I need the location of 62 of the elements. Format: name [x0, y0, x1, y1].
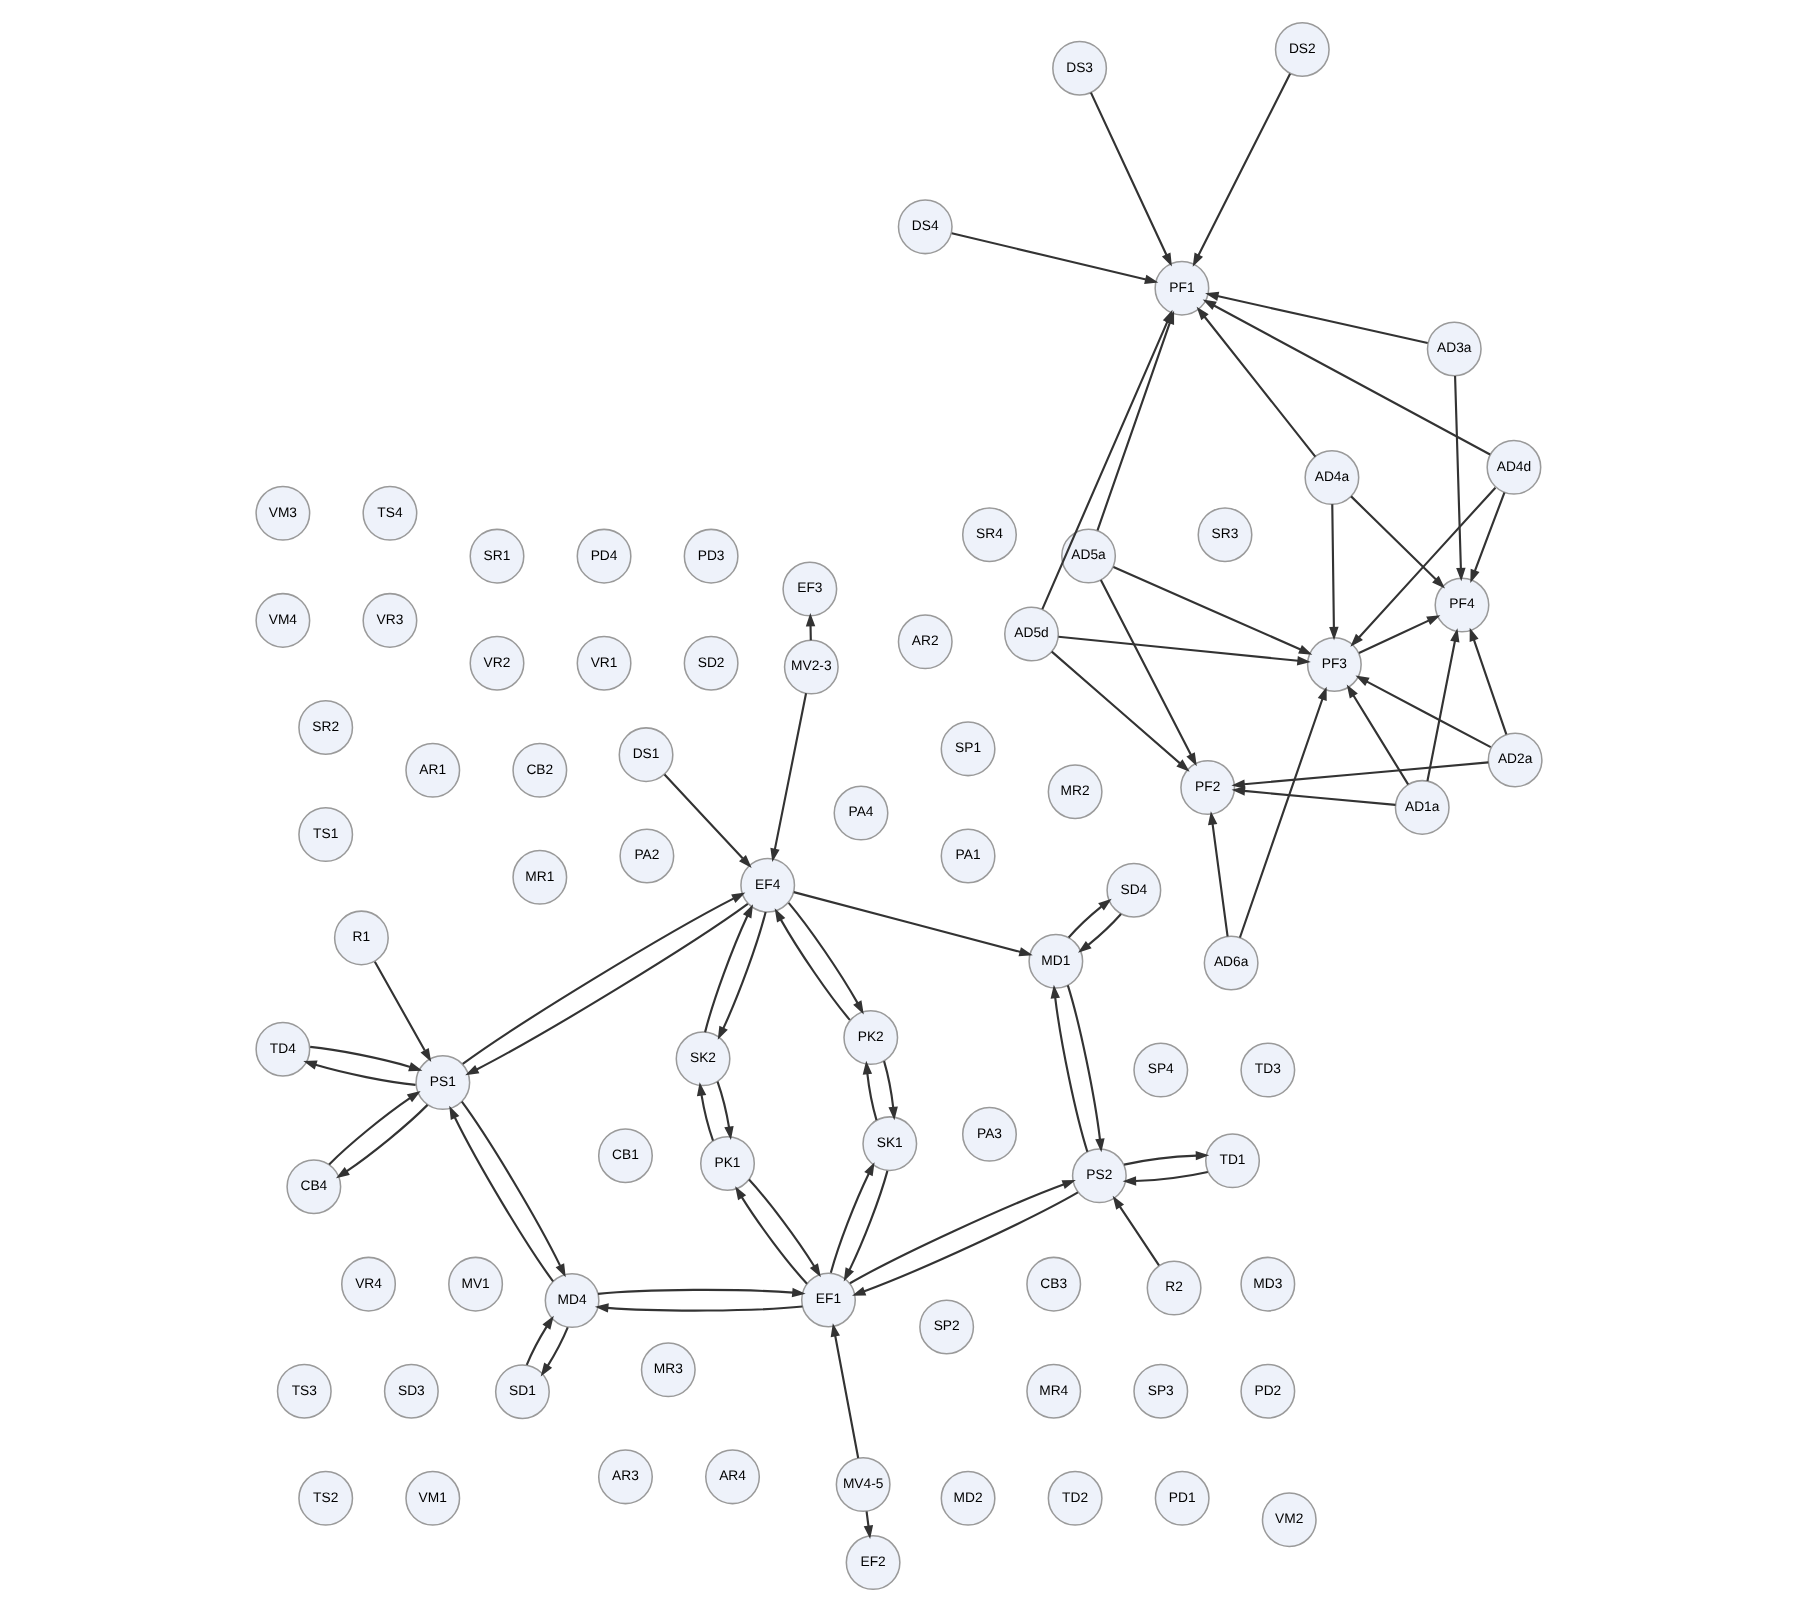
arrow [1049, 984, 1088, 1153]
arrow [1357, 615, 1440, 654]
arrow [1237, 686, 1326, 938]
arrow [1065, 985, 1104, 1153]
arrow [662, 773, 751, 868]
arrow [539, 1326, 568, 1377]
arrow [1469, 492, 1505, 584]
arrow [593, 1303, 802, 1313]
arrow [1354, 675, 1491, 749]
arrow [1230, 761, 1488, 789]
arrow [851, 1191, 1078, 1296]
arrow [792, 891, 1032, 957]
arrow [1425, 628, 1459, 782]
arrow [703, 904, 752, 1033]
arrow [1088, 92, 1171, 267]
arrow [1204, 291, 1427, 345]
arrow [1077, 913, 1121, 953]
arrow [1345, 684, 1409, 785]
arrow [1191, 73, 1291, 267]
arrow [1050, 650, 1189, 772]
arrow [1066, 898, 1111, 939]
arrow [1453, 375, 1465, 582]
arrow [882, 1060, 897, 1121]
arrow [1122, 1150, 1209, 1166]
arrow [524, 1315, 553, 1366]
arrow [786, 902, 863, 1015]
arrow [327, 1090, 420, 1166]
arrow [1468, 627, 1507, 735]
arrow [747, 1178, 820, 1278]
arrow [302, 1060, 415, 1086]
arrow [769, 693, 807, 862]
arrow [862, 1511, 873, 1540]
arrow [1098, 579, 1196, 767]
arrow [1230, 786, 1395, 806]
arrow [1111, 1195, 1159, 1266]
arrow [848, 1180, 1075, 1285]
arrow [716, 911, 766, 1040]
arrow [1112, 566, 1312, 655]
arrow [1328, 504, 1338, 641]
arrow [335, 1104, 428, 1179]
arrow [829, 1323, 859, 1459]
arrow [1195, 306, 1316, 458]
arrow [804, 612, 815, 641]
arrow [1349, 495, 1444, 589]
arrow [460, 1101, 565, 1278]
arrow [950, 232, 1158, 284]
arrow [372, 961, 431, 1062]
arrow [1121, 1170, 1207, 1186]
arrow [596, 1287, 805, 1298]
arrow [448, 1105, 553, 1282]
arrow [309, 1045, 422, 1072]
arrow [1057, 635, 1310, 666]
arrow [842, 1170, 888, 1282]
arrow [734, 1186, 807, 1285]
arrow [715, 1081, 733, 1140]
arrow [1349, 486, 1496, 647]
arrow [828, 1162, 874, 1273]
arrow [773, 908, 850, 1021]
arrow [861, 1060, 877, 1121]
arrow [1207, 811, 1228, 937]
arrow [1201, 299, 1490, 456]
arrow [695, 1082, 714, 1141]
